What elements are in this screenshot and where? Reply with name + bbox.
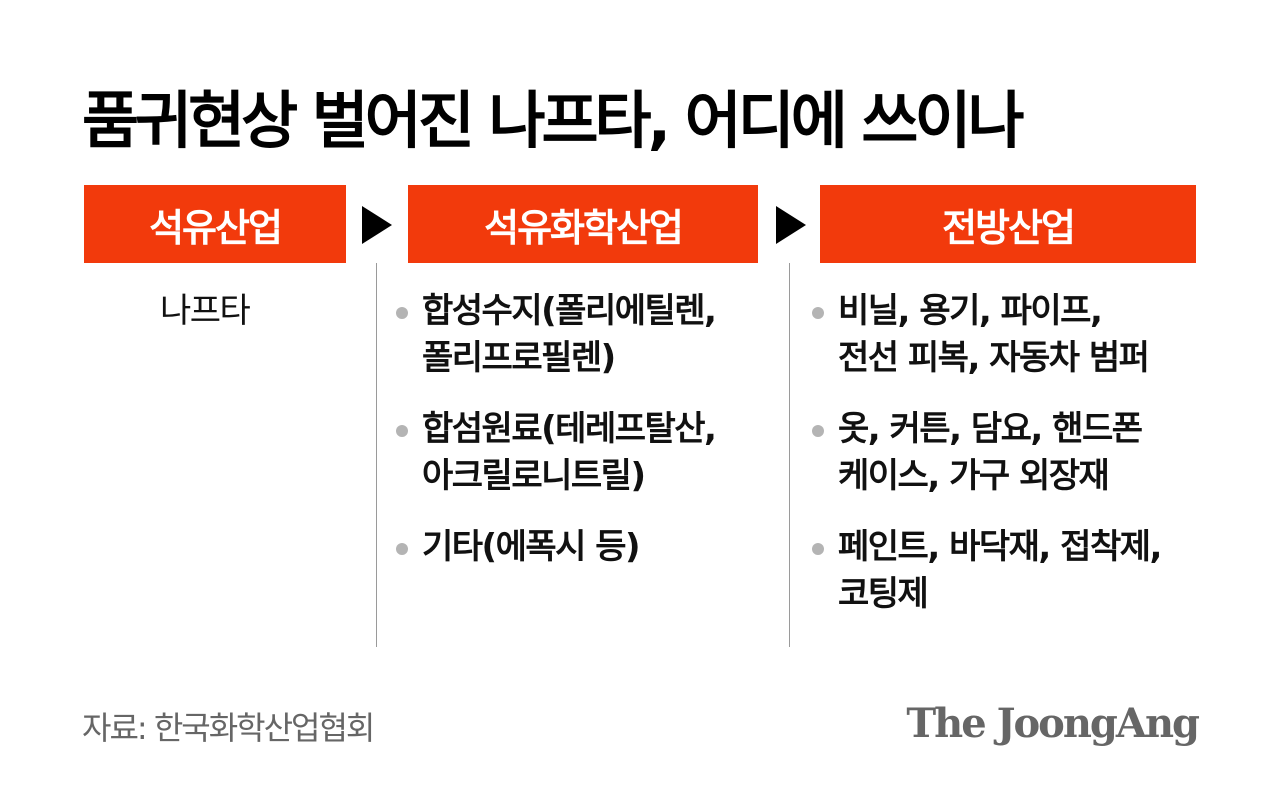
list-item: 옷, 커튼, 담요, 핸드폰 케이스, 가구 외장재: [812, 406, 1232, 500]
bullet-icon: [812, 307, 824, 319]
downstream-list: 비닐, 용기, 파이프, 전선 피복, 자동차 범퍼 옷, 커튼, 담요, 핸드…: [812, 288, 1232, 642]
petrochemical-list: 합성수지(폴리에틸렌, 폴리프로필렌) 합섬원료(테레프탈산, 아크릴로니트릴)…: [396, 288, 786, 595]
column-divider: [376, 263, 377, 647]
infographic-title: 품귀현상 벌어진 나프타, 어디에 쓰이나: [82, 84, 1025, 157]
bullet-icon: [396, 425, 408, 437]
arrow-right-icon: [362, 206, 392, 244]
list-item: 합섬원료(테레프탈산, 아크릴로니트릴): [396, 406, 786, 500]
list-item: 기타(에폭시 등): [396, 524, 786, 571]
publisher-logo: The JoongAng: [906, 700, 1200, 747]
list-item: 합성수지(폴리에틸렌, 폴리프로필렌): [396, 288, 786, 382]
bullet-icon: [396, 307, 408, 319]
bullet-icon: [812, 543, 824, 555]
stage-header-downstream: 전방산업: [820, 185, 1196, 263]
arrow-right-icon: [776, 206, 806, 244]
source-credit: 자료: 한국화학산업협회: [82, 709, 375, 747]
list-item: 페인트, 바닥재, 접착제, 코팅제: [812, 524, 1232, 618]
bullet-icon: [812, 425, 824, 437]
list-item: 비닐, 용기, 파이프, 전선 피복, 자동차 범퍼: [812, 288, 1232, 382]
column-divider: [789, 263, 790, 647]
stage-header-petroleum: 석유산업: [84, 185, 346, 263]
stage-item-naphtha: 나프타: [160, 291, 251, 331]
bullet-icon: [396, 543, 408, 555]
stage-header-petrochemical: 석유화학산업: [408, 185, 758, 263]
